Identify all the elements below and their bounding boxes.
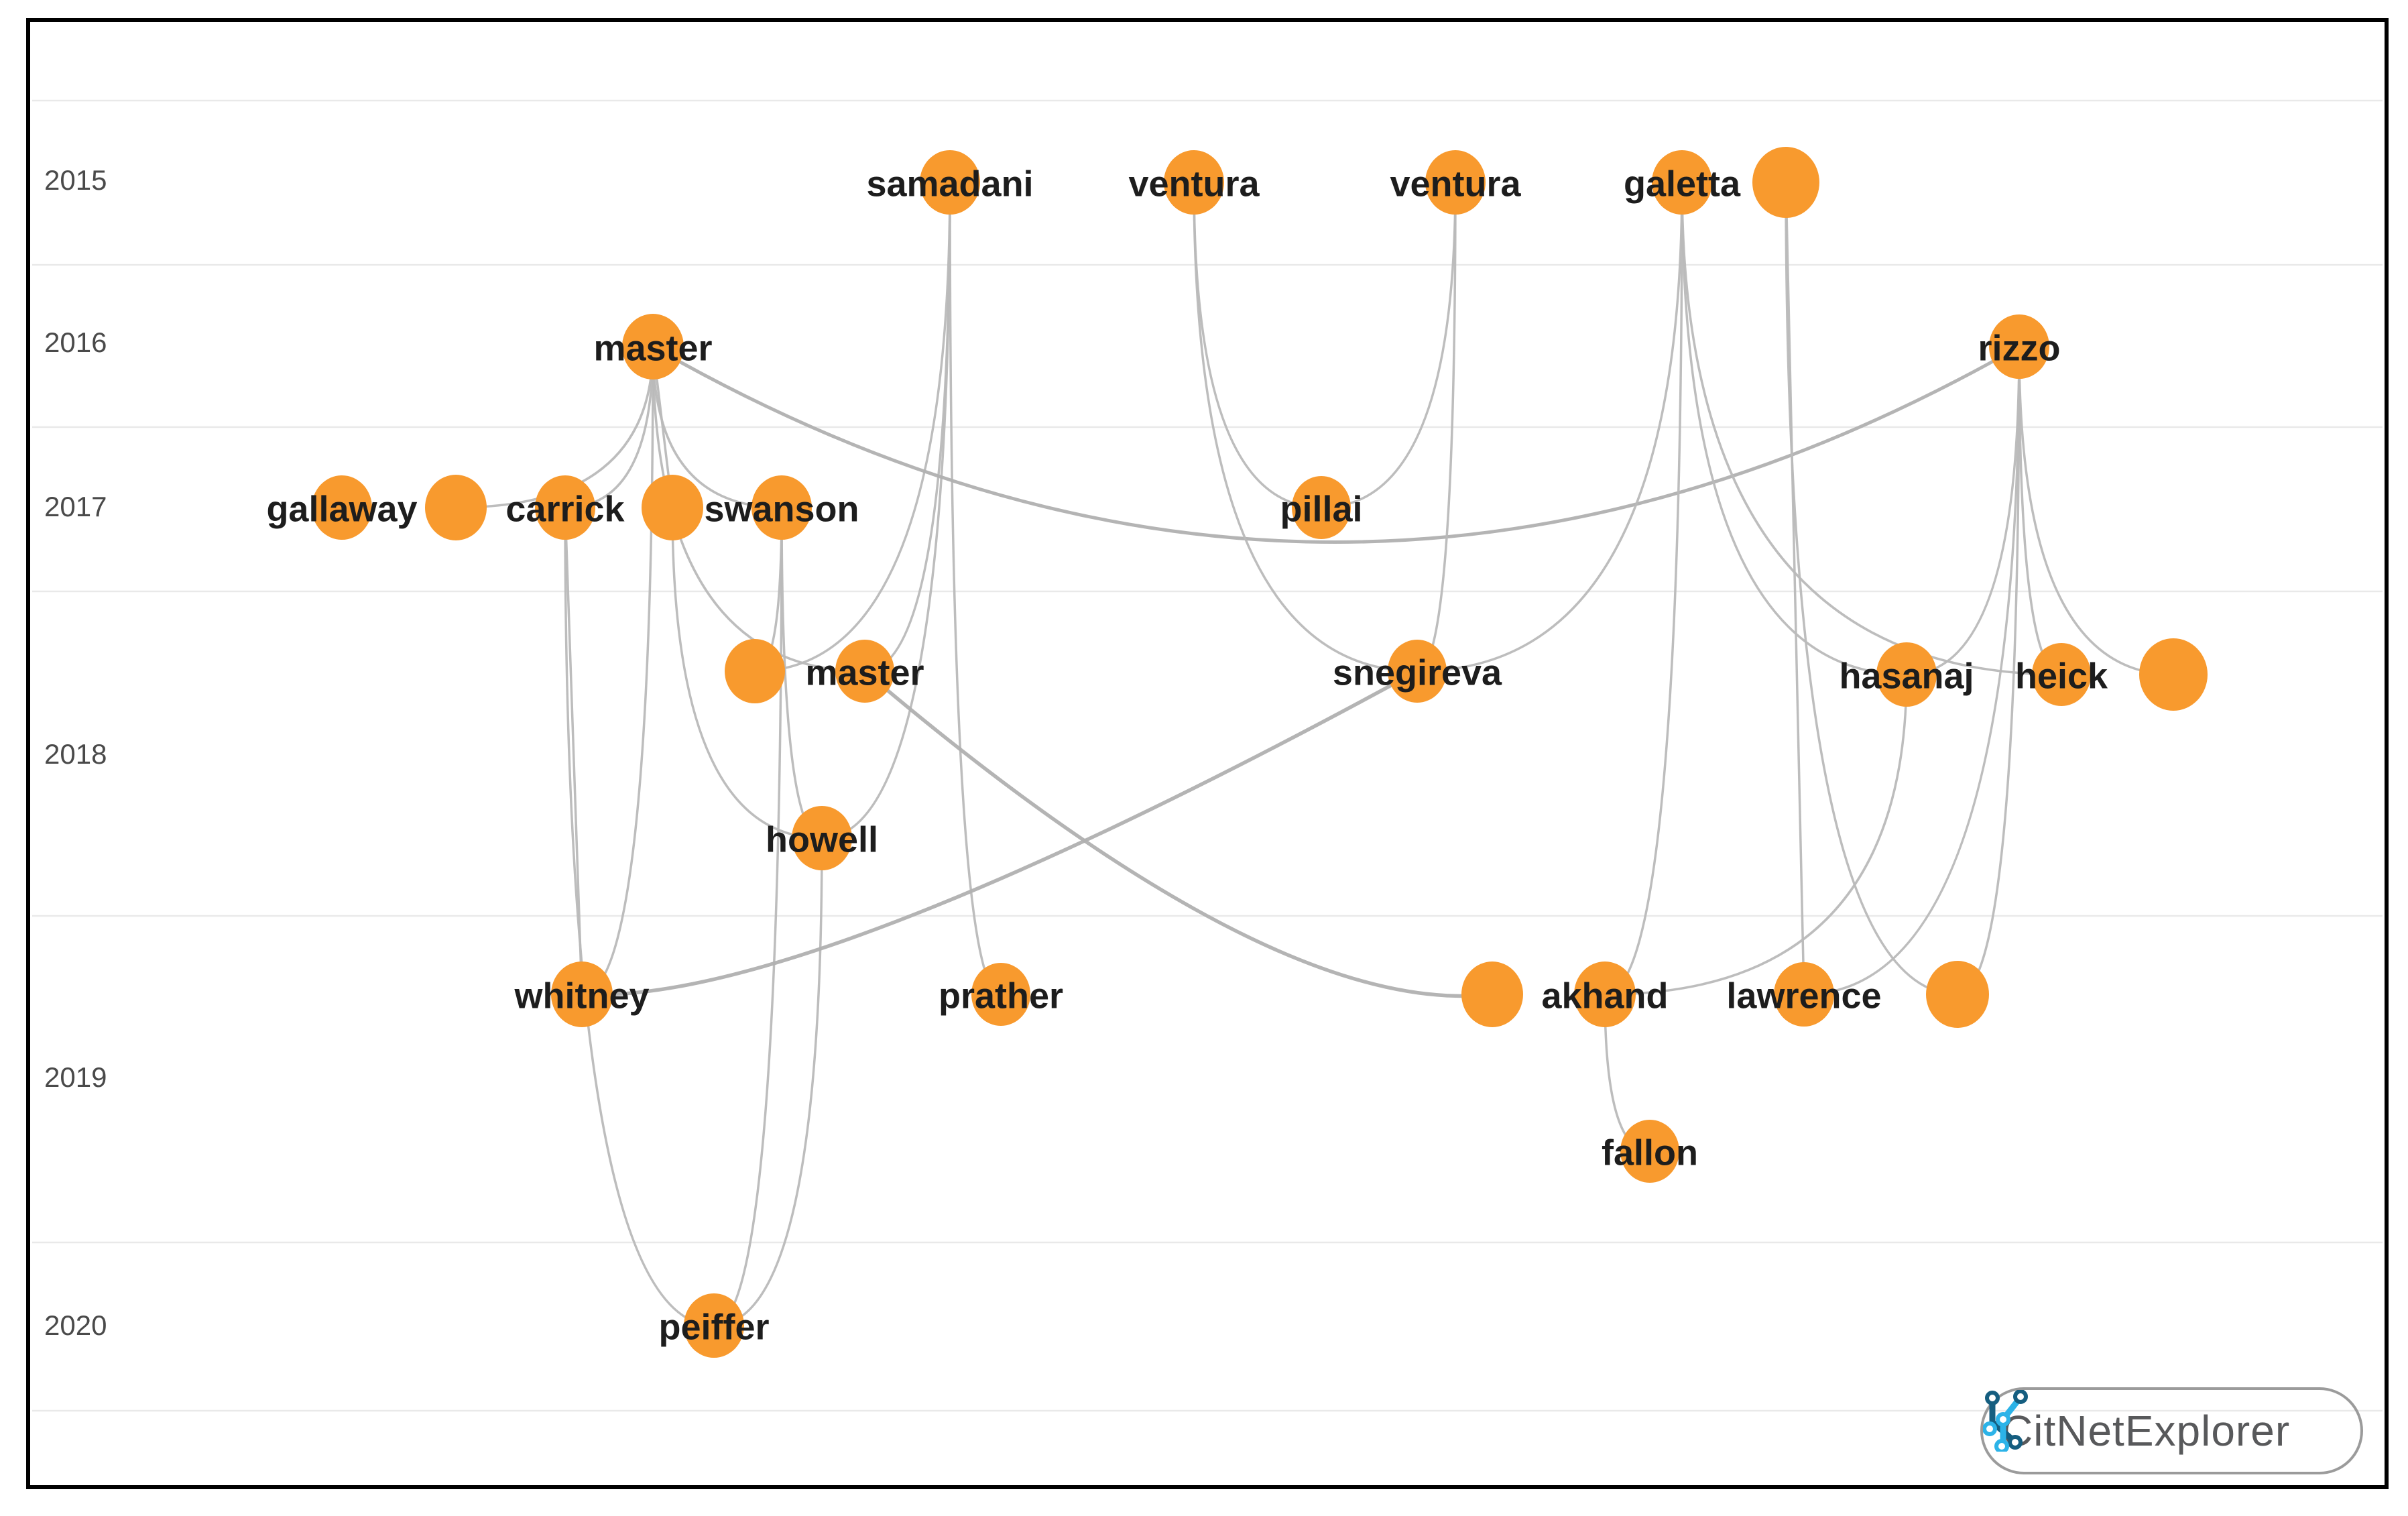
citation-edge-howell-peiffer	[713, 837, 823, 1327]
node-unlabeled-6[interactable]	[1461, 961, 1523, 1027]
node-label-pillai: pillai	[1280, 489, 1362, 529]
year-label-2018: 2018	[44, 738, 107, 770]
node-label-samadani: samadani	[866, 164, 1033, 204]
logo-icon-node	[1985, 1391, 2000, 1405]
node-unlabeled-1[interactable]	[1752, 147, 1819, 218]
logo-icon-node	[1996, 1412, 2010, 1427]
node-swanson[interactable]	[751, 475, 812, 540]
citation-edge-galetta-hasanaj	[1681, 181, 1908, 676]
node-master-2018[interactable]	[835, 640, 894, 703]
citation-edge-ventura-a-snegireva	[1193, 181, 1419, 673]
year-label-2020: 2020	[44, 1309, 107, 1341]
citation-edge-master-2016-whitney	[581, 345, 654, 996]
node-samadani[interactable]	[920, 150, 980, 215]
node-label-galetta: galetta	[1624, 164, 1741, 204]
citation-edge-samadani-howell	[821, 181, 951, 839]
citation-edge-master-2016-swanson	[652, 345, 783, 509]
citation-edge-ventura-a-pillai	[1193, 181, 1323, 509]
logo-icon-node	[1994, 1439, 2009, 1452]
node-label-heick: heick	[2015, 656, 2108, 696]
logo-icon-node	[1983, 1421, 1997, 1436]
node-unlabeled-5[interactable]	[2139, 638, 2208, 711]
node-label-gallaway: gallaway	[266, 489, 417, 529]
citation-edge-unlabeled-3-howell	[671, 506, 823, 839]
citation-edge-unlabeled-1-unlabeled-7	[1785, 181, 1959, 996]
node-prather[interactable]	[971, 963, 1030, 1026]
citation-edge-ventura-b-pillai	[1320, 181, 1457, 509]
node-label-lawrence: lawrence	[1726, 976, 1881, 1016]
chart-frame-border	[26, 18, 2389, 1489]
year-label-2019: 2019	[44, 1061, 107, 1093]
node-label-snegireva: snegireva	[1333, 652, 1502, 693]
citation-edges	[455, 181, 2175, 1327]
citation-edge-master-2016-unlabeled-2	[455, 345, 654, 509]
citation-edge-galetta-akhand	[1604, 181, 1683, 996]
node-unlabeled-4[interactable]	[725, 639, 785, 703]
node-hasanaj[interactable]	[1876, 642, 1937, 707]
node-label-carrick: carrick	[505, 489, 625, 529]
year-axis: 2015 2016 2017 2018 2019 2020	[44, 164, 107, 1341]
citation-edge-carrick-whitney	[564, 506, 583, 996]
node-label-master-2016: master	[593, 328, 712, 368]
citation-edge-galetta-snegireva	[1416, 181, 1683, 673]
node-fallon[interactable]	[1620, 1120, 1679, 1183]
citation-edge-master-2016-rizzo	[651, 345, 2021, 544]
citation-edge-hasanaj-akhand	[1604, 673, 1908, 996]
citation-edge-samadani-unlabeled-4	[754, 181, 951, 673]
node-galetta[interactable]	[1652, 150, 1712, 215]
year-label-2015: 2015	[44, 164, 107, 196]
node-peiffer[interactable]	[684, 1293, 744, 1358]
node-label-master-2018: master	[805, 652, 924, 693]
citation-edge-rizzo-heick	[2018, 345, 2063, 676]
year-label-2017: 2017	[44, 491, 107, 522]
year-label-2016: 2016	[44, 327, 107, 358]
citation-edge-galetta-heick	[1681, 181, 2063, 676]
node-howell[interactable]	[792, 806, 852, 870]
node-rizzo[interactable]	[1989, 314, 2049, 379]
node-master-2016[interactable]	[622, 314, 684, 380]
chart-frame	[26, 18, 2389, 1489]
node-ventura-a[interactable]	[1164, 150, 1224, 215]
publication-nodes	[312, 147, 2208, 1358]
node-label-howell: howell	[766, 819, 878, 860]
node-pillai[interactable]	[1292, 476, 1351, 539]
node-label-hasanaj: hasanaj	[1839, 656, 1974, 696]
citation-edge-rizzo-lawrence	[1803, 345, 2021, 996]
citnetexplorer-logo-text: CitNetExplorer	[2002, 1407, 2291, 1455]
node-label-whitney: whitney	[514, 976, 649, 1016]
node-label-ventura-a: ventura	[1128, 164, 1260, 204]
citation-edge-unlabeled-1-lawrence	[1785, 181, 1805, 996]
node-label-peiffer: peiffer	[658, 1307, 769, 1347]
logo-icon-node	[2013, 1390, 2028, 1404]
citation-edge-rizzo-unlabeled-5	[2018, 345, 2175, 676]
node-akhand[interactable]	[1574, 961, 1636, 1027]
node-label-ventura-b: ventura	[1390, 164, 1521, 204]
citation-edge-master-2016-master-2018	[652, 345, 866, 673]
node-label-swanson: swanson	[704, 489, 859, 529]
node-unlabeled-3[interactable]	[642, 475, 703, 540]
node-heick[interactable]	[2032, 643, 2091, 706]
node-label-akhand: akhand	[1541, 976, 1668, 1016]
citation-edge-snegireva-whitney	[580, 669, 1419, 997]
node-ventura-b[interactable]	[1425, 150, 1486, 215]
node-label-fallon: fallon	[1602, 1132, 1698, 1173]
node-lawrence[interactable]	[1774, 962, 1834, 1027]
publication-labels: samadani ventura ventura galetta master rizzo…	[266, 164, 2108, 1347]
node-unlabeled-7[interactable]	[1926, 961, 1989, 1028]
citation-edge-samadani-prather	[949, 181, 1002, 996]
node-gallaway[interactable]	[312, 475, 372, 540]
year-gridlines	[32, 99, 2383, 1412]
citnetexplorer-network-icon	[1983, 1390, 2028, 1452]
node-unlabeled-2[interactable]	[425, 475, 487, 540]
node-whitney[interactable]	[551, 961, 613, 1027]
node-label-rizzo: rizzo	[1978, 328, 2060, 368]
node-carrick[interactable]	[535, 475, 595, 540]
citation-edge-carrick-peiffer	[564, 506, 715, 1327]
node-label-prather: prather	[939, 976, 1063, 1016]
citnetexplorer-logo[interactable]: CitNetExplorer	[1980, 1387, 2363, 1474]
citation-edge-master-2018-unlabeled-6	[863, 669, 1494, 998]
node-snegireva[interactable]	[1388, 640, 1447, 703]
logo-icon-node	[2008, 1435, 2023, 1450]
